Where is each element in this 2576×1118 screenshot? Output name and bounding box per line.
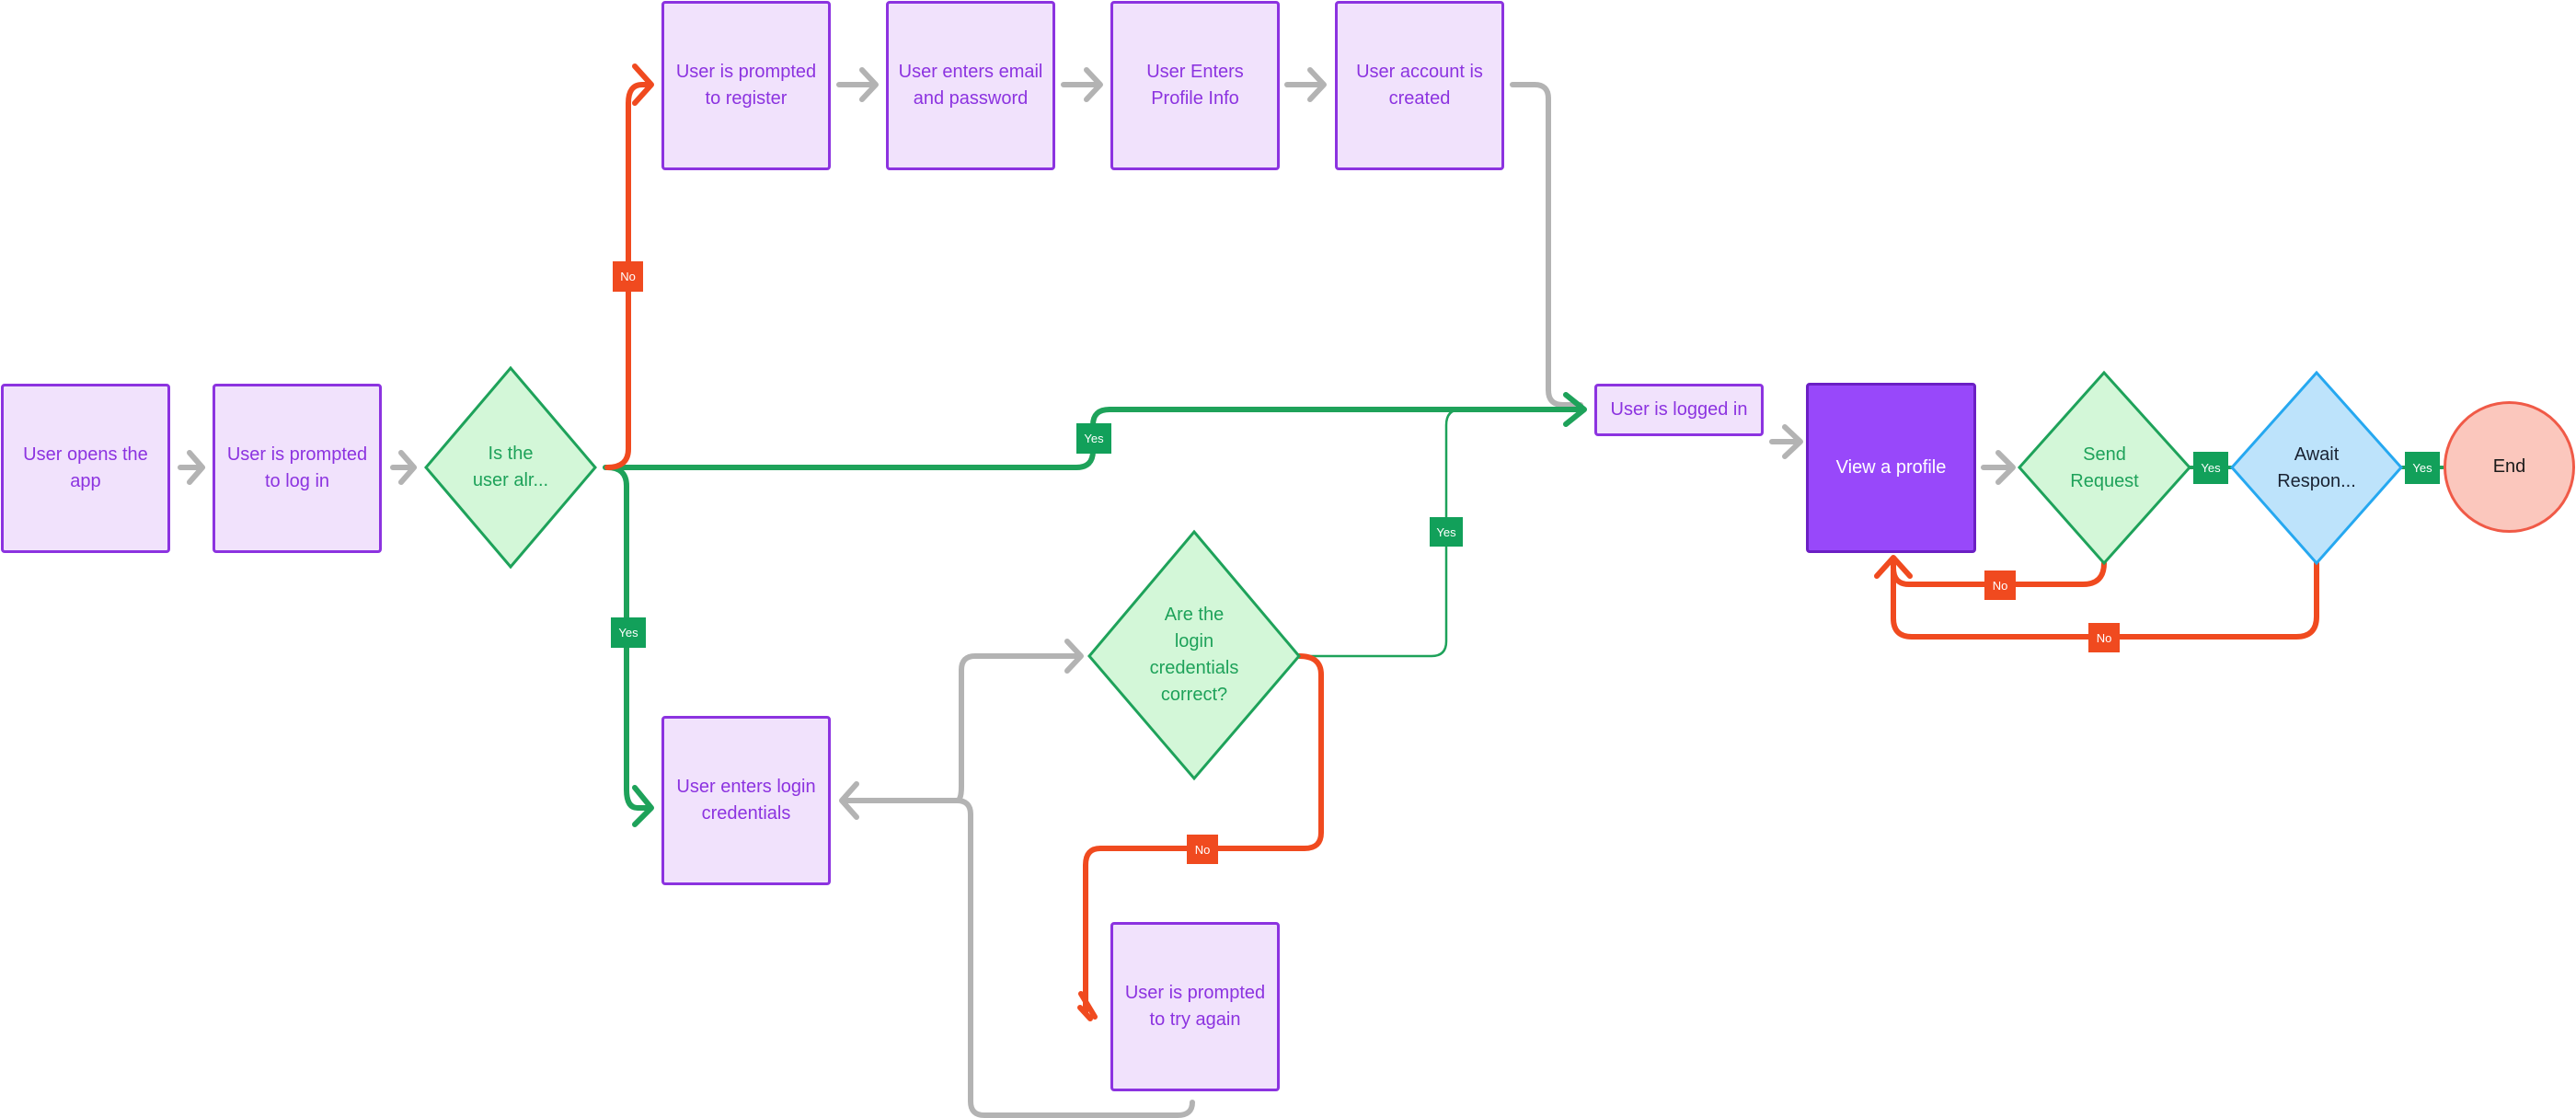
edge-view-to-send <box>1981 450 2016 485</box>
node-prompted-register[interactable]: User is prompted to register <box>661 1 831 170</box>
edge-label-yes-end: Yes <box>2405 452 2440 484</box>
edge-profile-to-created <box>1284 67 1327 102</box>
node-prompted-try-again[interactable]: User is prompted to try again <box>1110 922 1280 1091</box>
node-user-opens-app[interactable]: User opens the app <box>1 384 170 553</box>
edge-label-yes-creds-ok: Yes <box>1430 517 1463 547</box>
edge-label-yes-enter-creds: Yes <box>611 617 646 648</box>
decision-diamond-send-request <box>2017 370 2192 566</box>
edge-label-no-register: No <box>613 261 643 292</box>
decision-diamond-credentials <box>1087 529 1301 781</box>
node-user-logged-in[interactable]: User is logged in <box>1594 384 1764 436</box>
decision-diamond-await-response <box>2229 370 2404 566</box>
node-enters-login-credentials[interactable]: User enters login credentials <box>661 716 831 885</box>
node-prompted-login[interactable]: User is prompted to log in <box>213 384 382 553</box>
edge-logged-in-to-view <box>1769 424 1803 459</box>
edge-label-yes-send: Yes <box>2193 452 2228 484</box>
node-view-profile[interactable]: View a profile <box>1806 383 1976 553</box>
decision-label-credentials-correct[interactable]: Are the login credentials correct? <box>1149 605 1239 705</box>
edge-yes-to-enter-creds <box>604 465 654 827</box>
edge-enter-creds-to-check <box>954 639 1084 803</box>
node-enters-profile-info[interactable]: User Enters Profile Info <box>1110 1 1280 170</box>
edge-no-to-try-again <box>1077 653 1324 1021</box>
node-enters-email-password[interactable]: User enters email and password <box>886 1 1055 170</box>
edge-created-to-logged-in <box>1510 82 1583 408</box>
edge-no-to-register <box>604 63 654 470</box>
edge-login-to-decision <box>390 450 417 485</box>
edge-register-to-email <box>836 67 879 102</box>
edge-label-no-send: No <box>1984 571 2016 600</box>
edge-label-no-await: No <box>2088 623 2120 652</box>
decision-label-send-request[interactable]: Send Request <box>2070 444 2139 491</box>
edge-label-yes-logged-in: Yes <box>1076 423 1111 454</box>
edge-label-no-creds: No <box>1187 835 1218 864</box>
edge-decision-to-enter-creds-loop <box>839 781 1195 1118</box>
edge-creds-ok-to-logged-in <box>1297 408 1463 658</box>
decision-diamond-user-exists <box>424 365 597 570</box>
edge-email-to-profile <box>1061 67 1103 102</box>
node-end[interactable]: End <box>2444 401 2575 533</box>
edge-open-to-login <box>178 450 205 485</box>
decision-label-await-response[interactable]: Await Respon... <box>2277 444 2356 491</box>
node-account-created[interactable]: User account is created <box>1335 1 1504 170</box>
decision-label-user-exists[interactable]: Is the user alr... <box>472 444 549 490</box>
